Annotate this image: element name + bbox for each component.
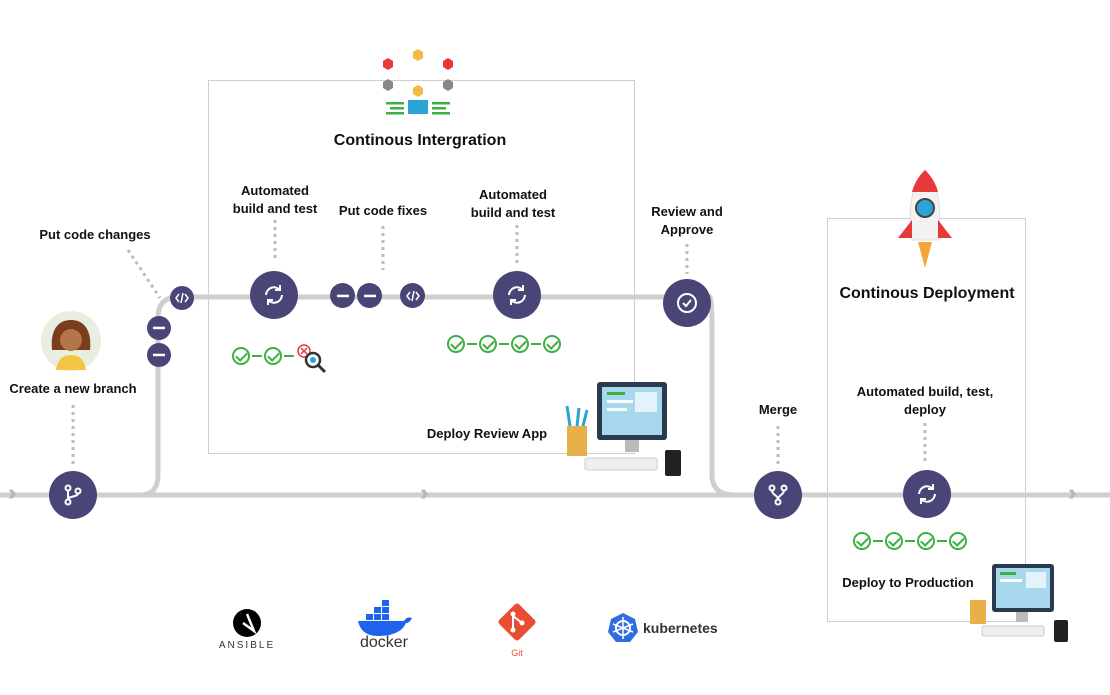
git-label: Git	[511, 648, 523, 658]
sync-icon	[508, 285, 526, 305]
sync-icon	[265, 285, 283, 305]
docker-label: docker	[359, 634, 409, 651]
minus-icon	[153, 326, 165, 330]
approve-node[interactable]	[663, 279, 711, 327]
ci-title: Continous Intergration	[333, 132, 507, 149]
kubernetes-logo: kubernetes	[607, 612, 732, 646]
test-results-1	[232, 335, 330, 377]
docker-icon	[358, 600, 412, 636]
merge-node[interactable]	[754, 471, 802, 519]
label-deploy-review-app: Deploy Review App	[426, 426, 548, 441]
chevron-right-icon: ››	[420, 480, 428, 505]
commit-node[interactable]	[147, 316, 171, 340]
label-auto-build-test-deploy: Automated build, test, deploy	[856, 384, 994, 417]
ansible-logo: ANSIBLE	[215, 608, 279, 654]
code-icon	[175, 293, 189, 303]
kubernetes-label: kubernetes	[643, 620, 718, 636]
chevron-right-icon: ››	[8, 480, 16, 505]
check-icon	[511, 335, 529, 353]
check-icon	[479, 335, 497, 353]
merge-icon	[768, 484, 788, 506]
build-test-node-1[interactable]	[250, 271, 298, 319]
sync-icon	[918, 484, 936, 504]
avatar	[41, 311, 101, 371]
test-results-2	[447, 335, 561, 353]
minus-icon	[363, 294, 376, 297]
label-create-branch: Create a new branch	[9, 381, 137, 396]
fix-node[interactable]	[357, 283, 382, 308]
check-icon	[949, 532, 967, 550]
code-node[interactable]	[170, 286, 194, 310]
rocket-icon	[898, 169, 952, 268]
minus-icon	[153, 353, 165, 357]
label-deploy-production: Deploy to Production	[842, 575, 974, 590]
computer-illustration	[565, 382, 681, 476]
label-put-code-changes: Put code changes	[39, 227, 151, 242]
check-icon	[543, 335, 561, 353]
check-icon	[264, 347, 282, 365]
fail-search-icon	[297, 344, 327, 374]
check-icon	[447, 335, 465, 353]
cd-title: Continous Deployment	[839, 285, 1015, 302]
git-branch-icon	[64, 484, 82, 506]
label-review-approve: Review and Approve	[651, 204, 723, 237]
branch-node[interactable]	[49, 471, 97, 519]
check-icon	[853, 532, 871, 550]
ansible-label: ANSIBLE	[218, 640, 276, 651]
check-icon	[232, 347, 250, 365]
minus-icon	[336, 294, 349, 297]
check-icon	[917, 532, 935, 550]
check-icon	[885, 532, 903, 550]
label-merge: Merge	[758, 402, 798, 417]
label-auto-build-test-2: Automated build and test	[470, 187, 556, 220]
git-icon	[498, 603, 536, 641]
docker-logo: docker	[352, 600, 416, 656]
integration-icon	[383, 49, 453, 115]
label-auto-build-test-1: Automated build and test	[232, 183, 318, 216]
computer-illustration	[970, 564, 1068, 642]
code-icon	[405, 290, 420, 301]
code-node[interactable]	[400, 283, 425, 308]
kubernetes-icon	[608, 613, 638, 642]
check-circle-icon	[677, 293, 697, 313]
ansible-icon	[233, 609, 261, 637]
git-logo: Git	[493, 600, 541, 660]
deploy-node[interactable]	[903, 470, 951, 518]
ci-box	[208, 80, 635, 454]
label-put-code-fixes: Put code fixes	[338, 203, 428, 218]
chevron-right-icon: ››	[1068, 480, 1076, 505]
fix-node[interactable]	[330, 283, 355, 308]
commit-node[interactable]	[147, 343, 171, 367]
build-test-node-2[interactable]	[493, 271, 541, 319]
test-results-3	[853, 532, 967, 550]
